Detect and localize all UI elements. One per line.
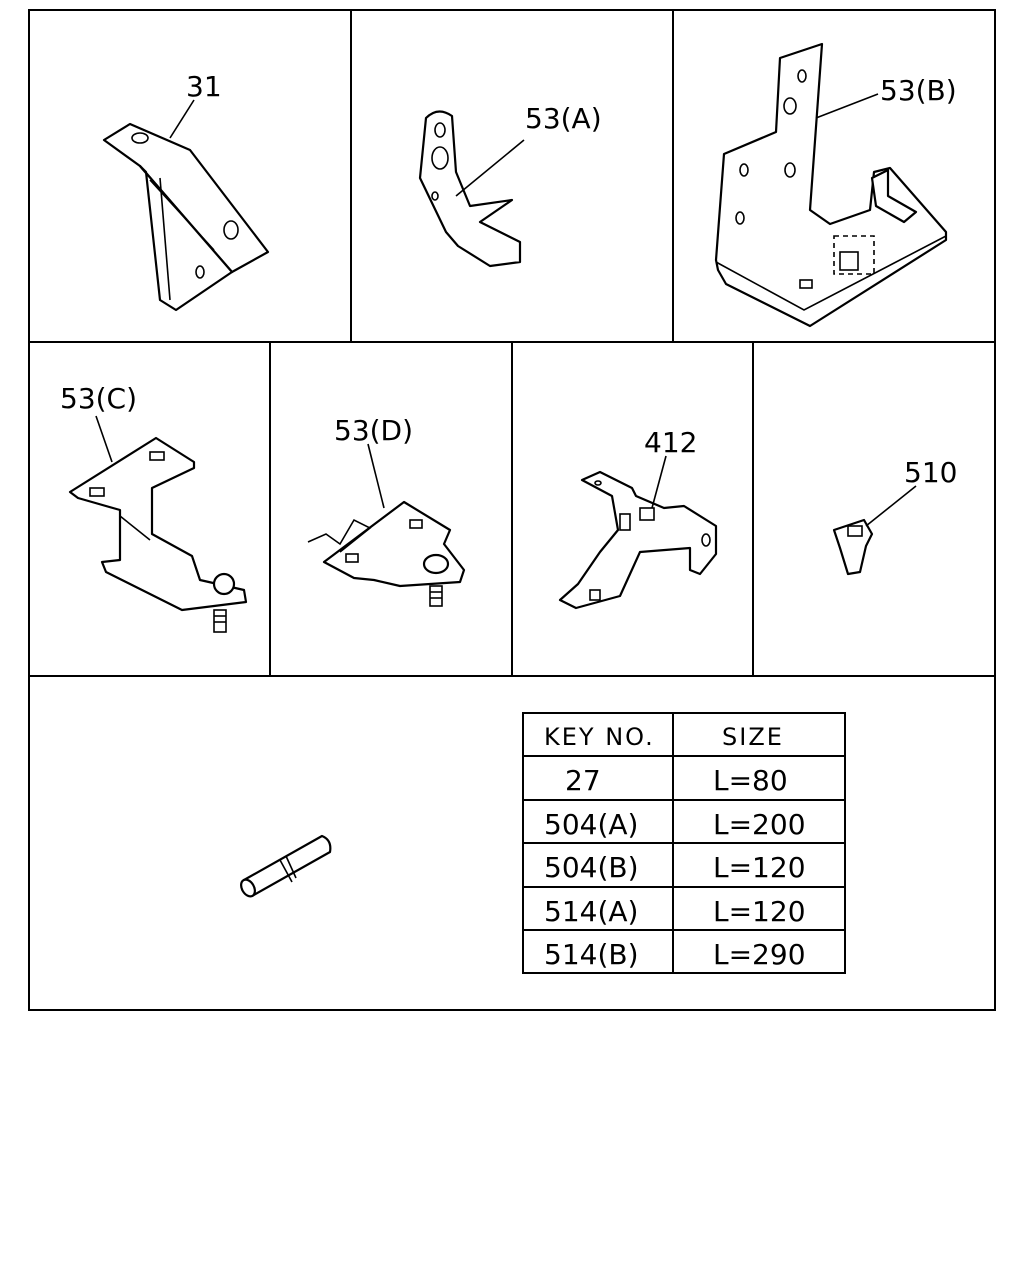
part-31-bracket: [102, 99, 270, 312]
table-key-cell: 514(A): [544, 895, 638, 928]
table-size-cell: L=120: [713, 895, 806, 928]
part-510-clip: [832, 485, 917, 576]
table-key-cell: 504(B): [544, 851, 639, 884]
label-53b: 53(B): [880, 74, 957, 107]
part-412-bracket: [558, 455, 718, 610]
part-53a-bracket: [418, 110, 525, 268]
label-53a: 53(A): [525, 102, 602, 135]
part-53d-bracket: [307, 443, 466, 607]
size-table: KEY NO. SIZE 27 L=80 504(A) L=200 504(B)…: [522, 712, 846, 974]
table-size-cell: L=290: [713, 938, 806, 971]
hose-part: [240, 834, 332, 898]
table-size-cell: L=200: [713, 808, 806, 841]
table-key-cell: 27: [565, 764, 601, 797]
panel-grid: [28, 9, 996, 1011]
label-53c: 53(C): [60, 382, 137, 415]
part-53b-bracket: [714, 42, 948, 328]
label-510: 510: [904, 456, 957, 489]
label-31: 31: [186, 70, 222, 103]
label-412: 412: [644, 426, 697, 459]
table-key-cell: 514(B): [544, 938, 639, 971]
table-header-size: SIZE: [722, 723, 784, 751]
table-size-cell: L=80: [713, 764, 788, 797]
table-size-cell: L=120: [713, 851, 806, 884]
label-53d: 53(D): [334, 414, 413, 447]
table-key-cell: 504(A): [544, 808, 638, 841]
table-header-key: KEY NO.: [544, 723, 655, 751]
part-53c-bracket: [68, 415, 248, 633]
